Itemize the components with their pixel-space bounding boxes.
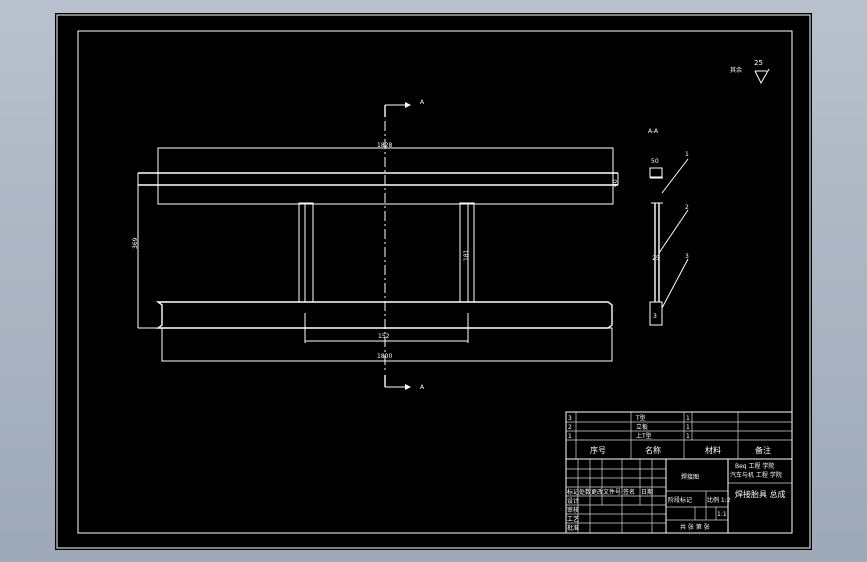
part-qty-3: 1 [686, 433, 690, 440]
drawing-title: 焊接图 [681, 473, 699, 481]
part-no-1: 3 [568, 415, 572, 422]
header-name: 名称 [645, 445, 661, 455]
front-view: 1828 40 181 369 152 1800 [132, 142, 619, 362]
dim-height: 369 [132, 237, 139, 249]
dim-side-bottom: 3 [653, 313, 657, 320]
dim-flange: 40 [612, 179, 619, 187]
weight-label: 1:1 [717, 511, 727, 518]
sheet-label: 共 张 第 张 [680, 523, 710, 531]
dim-side-top: 50 [651, 158, 659, 165]
school-line-2: 汽车与机 工程 学院 [730, 471, 782, 479]
dim-inner-width: 152 [378, 333, 390, 340]
row-label-approve: 批准 [567, 524, 579, 532]
leader-label-3: 3 [685, 253, 689, 260]
cad-viewport[interactable]: 其余 25 A A 1828 40 181 [55, 13, 812, 550]
part-no-2: 2 [568, 424, 572, 431]
leader-2 [658, 209, 689, 254]
dim-side-mid: 25 [652, 255, 660, 262]
leader-3 [661, 258, 689, 309]
row-label-design: 设计 [567, 497, 579, 505]
section-mark-bottom: A [384, 375, 425, 391]
section-top-rect [649, 167, 663, 178]
bottom-dim-outline [161, 327, 613, 362]
scale-label: 比例 1:2 [707, 496, 731, 504]
leader-label-1: 1 [685, 151, 689, 158]
leader-1 [661, 158, 689, 194]
left-post [298, 202, 314, 303]
section-view-label: A-A [648, 128, 659, 135]
project-name: 焊接胎具 总成 [735, 489, 786, 499]
roughness-value: 25 [754, 59, 763, 67]
part-no-3: 1 [568, 433, 572, 440]
outer-frame [56, 14, 811, 549]
inner-frame [77, 30, 793, 534]
part-name-2: 立板 [636, 423, 648, 431]
row-value-4: 日期 [641, 488, 653, 496]
dim-post-height: 181 [463, 249, 470, 261]
section-letter-bottom: A [420, 384, 425, 391]
part-qty-2: 1 [686, 424, 690, 431]
part-name-3: 上T型 [636, 432, 652, 440]
row-value-0: 标记 [567, 488, 579, 496]
top-beam-outline [157, 147, 614, 205]
section-mark-top: A [384, 99, 425, 117]
part-name-1: T型 [635, 414, 646, 422]
header-no: 序号 [590, 445, 606, 455]
header-remark: 备注 [755, 445, 771, 455]
section-view: A-A 50 25 3 1 2 3 [648, 128, 689, 326]
school-line-1: Beq 工程 学院 [735, 462, 774, 470]
leader-label-2: 2 [685, 204, 689, 211]
section-bottom-rect [649, 301, 663, 326]
header-material: 材料 [705, 445, 721, 455]
row-label-process: 工艺 [567, 515, 579, 523]
cad-drawing: 其余 25 A A 1828 40 181 [56, 14, 811, 549]
row-value-3: 签名 [623, 488, 635, 496]
dim-bottom-width: 1800 [377, 353, 392, 360]
part-qty-1: 1 [686, 415, 690, 422]
title-block: 3 T型 1 2 立板 1 1 上T型 1 序号 名称 材料 备注 [565, 411, 793, 534]
row-value-1: 处数 [579, 488, 591, 496]
roughness-prefix: 其余 [730, 66, 742, 74]
row-value-2: 更改文件号 [591, 488, 621, 496]
roughness-symbol: 其余 25 [730, 59, 770, 85]
row-label-review: 审核 [567, 506, 579, 514]
dim-top-width: 1828 [377, 142, 392, 149]
section-letter-top: A [420, 99, 425, 106]
stage-label: 阶段标记 [668, 496, 692, 504]
